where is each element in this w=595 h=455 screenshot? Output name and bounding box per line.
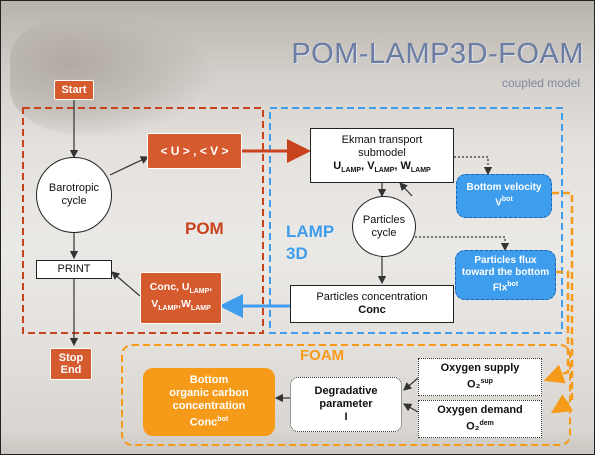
background-rock bbox=[10, 16, 210, 136]
diagram-subtitle: coupled model bbox=[501, 76, 580, 90]
flux-line2: toward the bottom bbox=[461, 267, 550, 279]
conc-velocity-node: Conc, ULAMP, VLAMP,WLAMP bbox=[140, 272, 222, 324]
stop-end-node: Stop End bbox=[50, 348, 92, 380]
ekman-line2: submodel bbox=[358, 146, 406, 159]
flux-symbol: Flxbot bbox=[492, 281, 519, 294]
barotropic-label: Barotropic cycle bbox=[48, 182, 100, 207]
particles-conc-line1: Particles concentration bbox=[316, 291, 428, 303]
conc-velocity-line2: VLAMP,WLAMP bbox=[151, 298, 211, 313]
barotropic-cycle-node: Barotropic cycle bbox=[36, 157, 112, 233]
bottom-velocity-symbol: Vbot bbox=[495, 196, 513, 209]
oxygen-demand-symbol: O₂dem bbox=[466, 420, 494, 433]
oxygen-demand-node: Oxygen demand O₂dem bbox=[418, 400, 542, 438]
ekman-line1: Ekman transport bbox=[341, 133, 423, 146]
lamp3d-label-line2: 3D bbox=[286, 244, 308, 263]
print-label: PRINT bbox=[57, 263, 91, 275]
end-label: End bbox=[60, 364, 82, 376]
lamp3d-label: LAMP 3D bbox=[286, 221, 334, 265]
foam-region bbox=[121, 344, 571, 446]
ekman-line3: ULAMP, VLAMP, WLAMP bbox=[333, 159, 431, 175]
pom-region bbox=[22, 107, 264, 334]
bottom-carbon-node: Bottom organic carbon concentration Conc… bbox=[143, 368, 275, 436]
print-node: PRINT bbox=[36, 260, 112, 279]
carbon-line3: concentration bbox=[172, 400, 246, 413]
particles-conc-line2: Conc bbox=[358, 304, 386, 316]
particles-cycle-label: Particles cycle bbox=[362, 213, 406, 239]
lamp3d-label-line1: LAMP bbox=[286, 222, 335, 241]
carbon-line2: organic carbon bbox=[169, 387, 249, 400]
degradative-parameter-node: Degradative parameter I bbox=[290, 377, 402, 432]
flux-line1: Particles flux bbox=[474, 255, 537, 267]
stop-label: Stop bbox=[58, 352, 84, 364]
degr-line2: parameter bbox=[319, 398, 373, 410]
conc-velocity-line1: Conc, ULAMP, bbox=[149, 280, 213, 295]
start-label: Start bbox=[61, 84, 87, 96]
oxygen-supply-symbol: O₂sup bbox=[467, 378, 493, 391]
uv-node: < U > , < V > bbox=[147, 133, 242, 169]
degr-line1: Degradative bbox=[314, 385, 378, 397]
diagram-title: POM-LAMP3D-FOAM bbox=[291, 38, 584, 70]
carbon-line1: Bottom bbox=[189, 374, 229, 387]
ekman-transport-node: Ekman transport submodel ULAMP, VLAMP, W… bbox=[310, 128, 454, 183]
oxygen-supply-node: Oxygen supply O₂sup bbox=[418, 358, 542, 396]
particles-concentration-node: Particles concentration Conc bbox=[290, 285, 454, 323]
bottom-velocity-label: Bottom velocity bbox=[466, 182, 542, 194]
oxygen-demand-label: Oxygen demand bbox=[437, 404, 523, 417]
oxygen-supply-label: Oxygen supply bbox=[440, 362, 520, 375]
pom-label: POM bbox=[185, 219, 224, 238]
particles-cycle-node: Particles cycle bbox=[352, 196, 416, 257]
bottom-velocity-node: Bottom velocity Vbot bbox=[456, 174, 552, 218]
uv-label: < U > , < V > bbox=[160, 144, 229, 158]
carbon-symbol: Concbot bbox=[189, 416, 229, 429]
lamp3d-region bbox=[269, 107, 563, 334]
start-node: Start bbox=[54, 80, 94, 100]
foam-label: FOAM bbox=[300, 347, 345, 364]
degr-symbol: I bbox=[344, 411, 348, 423]
particles-flux-node: Particles flux toward the bottom Flxbot bbox=[455, 250, 556, 300]
